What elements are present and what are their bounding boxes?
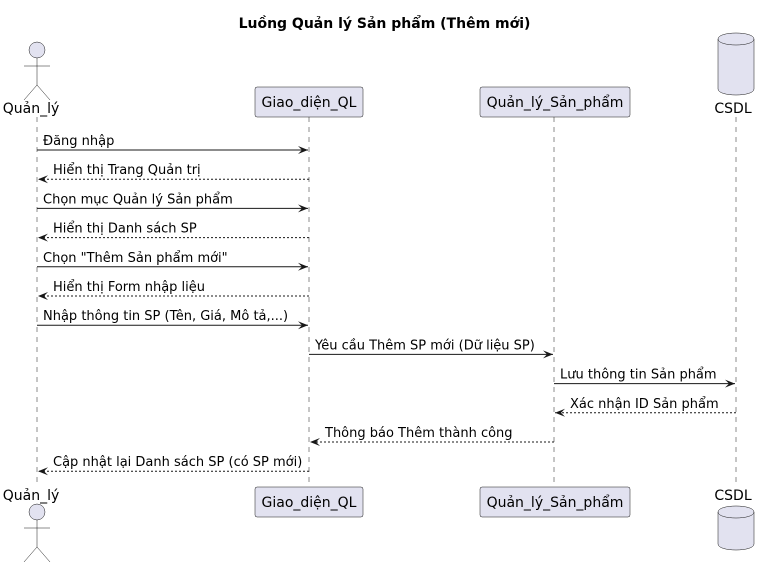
participant-box [479,86,631,118]
message: Yêu cầu Thêm SP mới (Dữ liệu SP) [309,338,553,359]
participant-label: Giao_diện_QL [262,95,357,111]
message-label: Hiển thị Form nhập liệu [53,280,205,295]
message-label: Đăng nhập [43,134,114,149]
participant-label: Quản_lý [3,488,60,504]
participant-label: CSDL [714,488,751,504]
database-icon [717,32,755,96]
participant-csdl-top: CSDL [714,32,755,117]
actor-quan-ly-top: Quản_lý [3,41,60,117]
message: Hiển thị Form nhập liệu [38,280,309,300]
diagram-title: Luồng Quản lý Sản phẩm (Thêm mới) [239,15,531,32]
message: Chọn mục Quản lý Sản phẩm [37,192,308,213]
message: Nhập thông tin SP (Tên, Giá, Mô tả,...) [37,309,308,330]
message-label: Cập nhật lại Danh sách SP (có SP mới) [53,455,302,470]
participant-box [479,486,631,518]
message-label: Chọn mục Quản lý Sản phẩm [43,192,233,207]
message: Cập nhật lại Danh sách SP (có SP mới) [38,455,309,476]
actor-body-icon [23,520,51,563]
participant-label: Quản_lý [3,101,60,117]
participant-box [254,86,364,118]
actor-head-icon [28,41,46,59]
actor-quan-ly-bottom: Quản_lý [3,488,60,563]
participant-giao-dien-ql-top: Giao_diện_QL [254,86,364,118]
participant-box [254,486,364,518]
participant-giao-dien-ql-bottom: Giao_diện_QL [254,486,364,518]
participant-label: Giao_diện_QL [262,495,357,511]
message-label: Hiển thị Trang Quản trị [53,163,201,178]
message-label: Nhập thông tin SP (Tên, Giá, Mô tả,...) [43,309,288,324]
message: Đăng nhập [37,134,308,154]
message: Hiển thị Trang Quản trị [38,163,309,184]
lifelines [36,117,737,486]
message: Hiển thị Danh sách SP [38,222,309,242]
message-label: Chọn "Thêm Sản phẩm mới" [43,251,228,266]
message: Chọn "Thêm Sản phẩm mới" [37,251,308,271]
message-label: Xác nhận ID Sản phẩm [570,397,719,412]
participant-quan-ly-san-pham-bottom: Quản_lý_Sản_phẩm [479,486,631,518]
message-label: Hiển thị Danh sách SP [53,222,197,237]
actor-body-icon [23,58,51,101]
database-icon [717,505,755,551]
participant-csdl-bottom: CSDL [714,488,755,551]
message: Thông báo Thêm thành công [310,426,554,446]
participant-label: CSDL [714,101,751,117]
message-label: Lưu thông tin Sản phẩm [560,368,717,383]
message-label: Yêu cầu Thêm SP mới (Dữ liệu SP) [314,338,535,353]
message: Lưu thông tin Sản phẩm [554,368,735,388]
message-label: Thông báo Thêm thành công [324,426,513,441]
participant-label: Quản_lý_Sản_phẩm [487,494,624,511]
participant-label: Quản_lý_Sản_phẩm [487,94,624,111]
message: Xác nhận ID Sản phẩm [555,397,736,417]
actor-head-icon [28,503,46,521]
participant-quan-ly-san-pham-top: Quản_lý_Sản_phẩm [479,86,631,118]
